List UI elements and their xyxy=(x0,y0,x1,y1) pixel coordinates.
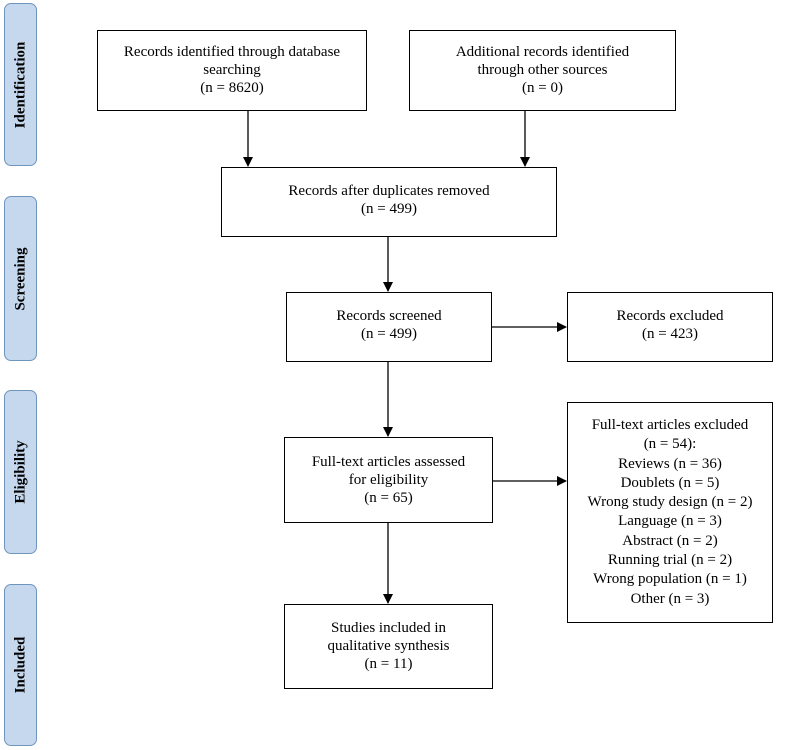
box-other-sources-line: through other sources xyxy=(477,62,608,78)
phase-eligibility: Eligibility xyxy=(4,390,37,554)
box-studies-included-line: (n = 11) xyxy=(364,656,413,672)
box-records-excluded-line: Records excluded xyxy=(616,308,724,324)
box-records-excluded: Records excluded (n = 423) xyxy=(567,292,773,362)
box-fulltext-assessed: Full-text articles assessed for eligibil… xyxy=(284,437,493,523)
box-fulltext-excluded: Full-text articles excluded (n = 54): Re… xyxy=(567,402,773,623)
box-other-sources-line: Additional records identified xyxy=(455,44,630,60)
box-database-records: Records identified through database sear… xyxy=(97,30,367,111)
box-duplicates-removed-line: Records after duplicates removed xyxy=(288,183,490,199)
box-fulltext-excluded-line: Reviews (n = 36) xyxy=(618,455,722,472)
box-fulltext-excluded-line: Running trial (n = 2) xyxy=(607,552,733,569)
box-records-screened-line: (n = 499) xyxy=(361,326,417,342)
box-fulltext-excluded-line: Other (n = 3) xyxy=(630,590,710,607)
box-fulltext-excluded-line: Full-text articles excluded xyxy=(591,417,749,433)
box-database-line: searching xyxy=(203,62,261,78)
box-database-line: Records identified through database xyxy=(123,44,341,60)
box-studies-included-line: qualitative synthesis xyxy=(327,638,450,654)
box-fulltext-excluded-line: Wrong study design (n = 2) xyxy=(587,494,753,511)
box-fulltext-excluded-line: Wrong population (n = 1) xyxy=(593,571,747,588)
box-database-line: (n = 8620) xyxy=(200,80,264,96)
box-duplicates-removed-line: (n = 499) xyxy=(361,201,417,217)
phase-identification: Identification xyxy=(4,3,37,166)
box-studies-included: Studies included in qualitative synthesi… xyxy=(284,604,493,689)
phase-included: Included xyxy=(4,584,37,746)
box-studies-included-line: Studies included in xyxy=(331,620,446,636)
box-records-screened: Records screened (n = 499) xyxy=(286,292,492,362)
box-fulltext-excluded-line: Language (n = 3) xyxy=(618,513,722,530)
box-other-sources-line: (n = 0) xyxy=(522,80,563,96)
box-fulltext-excluded-line: (n = 54): xyxy=(643,436,697,453)
box-fulltext-excluded-line: Doublets (n = 5) xyxy=(620,474,720,491)
box-other-sources: Additional records identified through ot… xyxy=(409,30,676,111)
box-fulltext-assessed-line: Full-text articles assessed xyxy=(311,454,466,470)
box-records-screened-line: Records screened xyxy=(336,308,442,324)
box-duplicates-removed: Records after duplicates removed (n = 49… xyxy=(221,167,557,237)
box-records-excluded-line: (n = 423) xyxy=(642,326,698,342)
box-fulltext-assessed-line: (n = 65) xyxy=(364,490,413,506)
phase-screening: Screening xyxy=(4,196,37,361)
box-fulltext-assessed-line: for eligibility xyxy=(348,472,429,488)
box-fulltext-excluded-line: Abstract (n = 2) xyxy=(622,532,718,549)
